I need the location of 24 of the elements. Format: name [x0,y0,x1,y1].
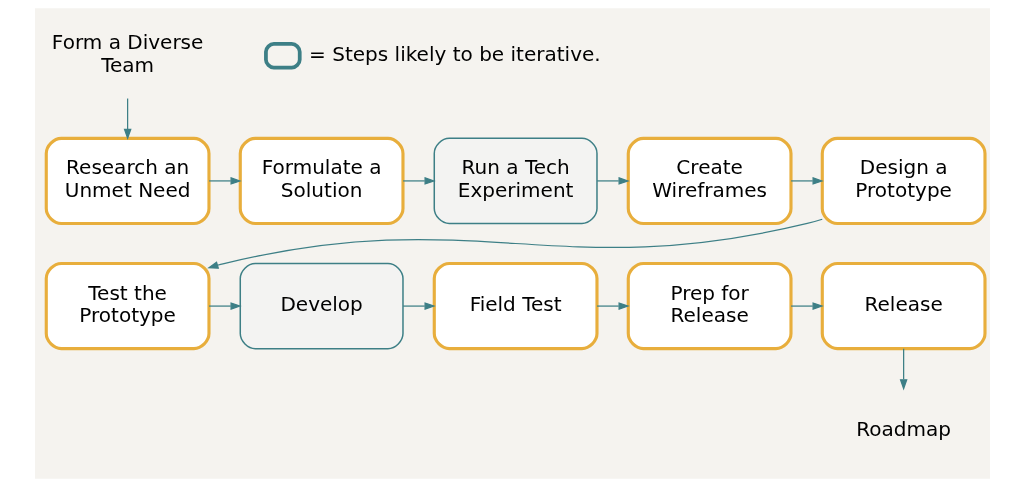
arrow [789,302,824,311]
arrow [899,348,908,391]
arrow [123,97,132,141]
node-text: Form a Diverse Team [51,30,203,77]
arrow [789,176,824,185]
legend-label: = Steps likely to be iterative. [308,41,601,66]
arrow [206,218,823,269]
node-text: Roadmap [855,417,951,441]
node-box: Design a Prototype [820,136,987,226]
arrow [207,302,242,311]
node-box: Test the Prototype [44,261,211,351]
node-box: Field Test [432,261,599,351]
arrow [207,176,242,185]
arrow [595,302,630,311]
node-box: Develop [239,262,404,350]
node-box: Formulate a Solution [238,136,405,226]
node-box: Create Wireframes [626,136,793,226]
node-box: Research an Unmet Need [44,136,211,226]
node-box: Prep for Release [626,261,793,351]
arrow [595,176,630,185]
node-box: Run a Tech Experiment [433,137,598,225]
arrow [401,302,436,311]
node-box: Release [820,261,987,351]
arrow [401,176,436,185]
